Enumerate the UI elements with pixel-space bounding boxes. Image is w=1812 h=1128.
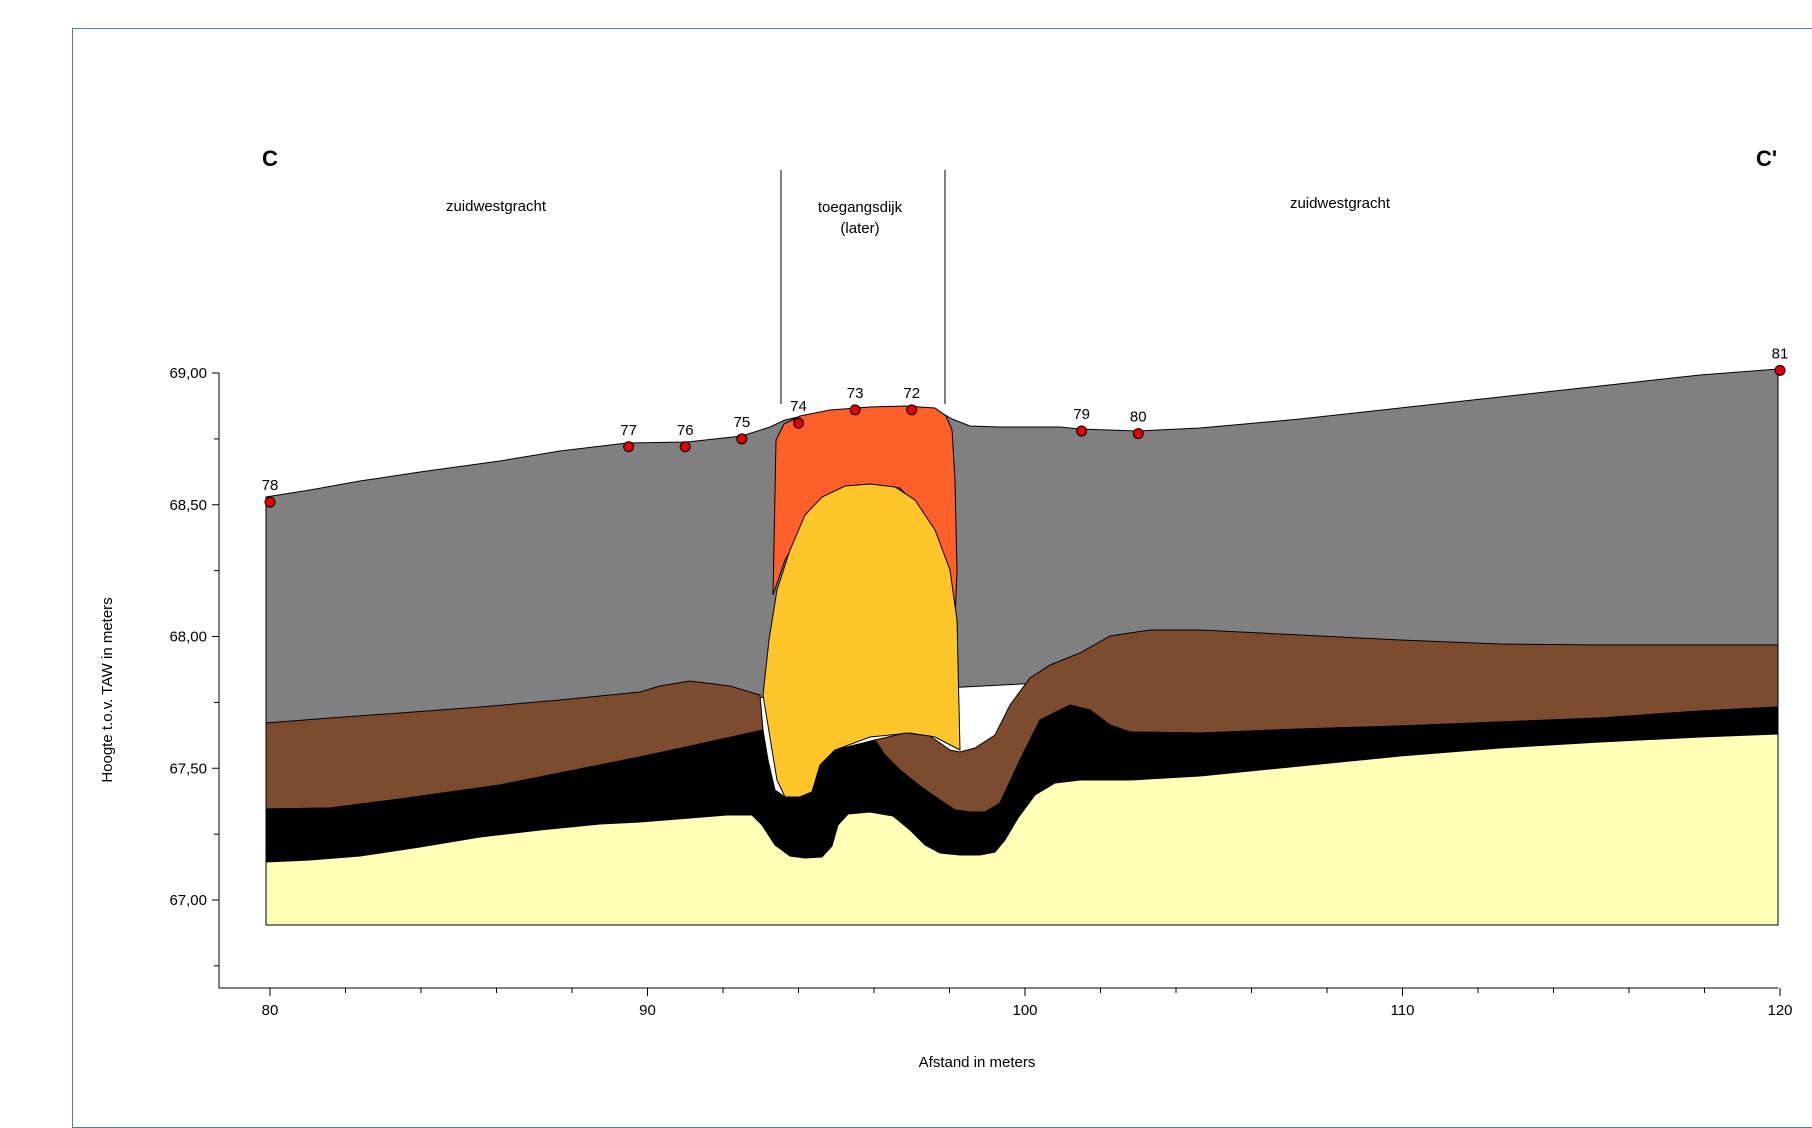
- measurement-point-80: [1132, 428, 1144, 440]
- layers-group: [265, 368, 1779, 926]
- measurement-point-label-79: 79: [1073, 406, 1090, 423]
- section-start-label: C: [262, 146, 278, 171]
- measurement-point-75: [736, 433, 748, 445]
- measurement-point-label-77: 77: [620, 422, 637, 439]
- y-tick-label: 67,00: [169, 892, 207, 909]
- y-tick-label: 68,50: [169, 497, 207, 514]
- x-tick-label: 100: [1012, 1002, 1037, 1019]
- measurement-point-label-75: 75: [734, 414, 751, 431]
- axes-group: 67,00 67,50 68,00 68,50 69,00 80 90 100 110 120: [169, 365, 1792, 1019]
- x-tick-label: 90: [639, 1002, 656, 1019]
- measurement-point-73: [849, 404, 861, 416]
- zone-label-middle-line1: toegangsdijk: [818, 199, 903, 216]
- zone-label-middle-line2: (later): [840, 220, 879, 237]
- measurement-point-72: [906, 404, 918, 416]
- measurement-point-label-74: 74: [790, 398, 807, 415]
- measurement-point-label-80: 80: [1130, 409, 1147, 426]
- x-ticks-group: 80 90 100 110 120: [262, 988, 1793, 1019]
- x-axis-title: Afstand in meters: [919, 1054, 1036, 1071]
- measurement-point-78: [264, 496, 276, 508]
- x-tick-label: 80: [262, 1002, 279, 1019]
- grey-fill-layer: [265, 368, 1779, 724]
- measurement-point-79: [1076, 425, 1088, 437]
- zone-label-right: zuidwestgracht: [1290, 195, 1391, 212]
- y-axis-title: Hoogte t.o.v. TAW in meters: [99, 597, 116, 782]
- measurement-point-label-72: 72: [903, 385, 920, 402]
- measurement-point-77: [623, 441, 635, 453]
- y-tick-label: 68,00: [169, 629, 207, 646]
- y-tick-label: 67,50: [169, 760, 207, 777]
- sand-fill-layer: [265, 733, 1779, 926]
- measurement-point-label-73: 73: [847, 385, 864, 402]
- measurement-point-74: [793, 417, 804, 429]
- measurement-point-label-76: 76: [677, 422, 694, 439]
- zone-label-left: zuidwestgracht: [446, 198, 547, 215]
- y-tick-label: 69,00: [169, 365, 207, 382]
- cross-section-chart: zuidwestgracht toegangsdijk (later) zuid…: [99, 146, 1793, 1071]
- measurement-point-81: [1774, 364, 1786, 376]
- measurement-point-76: [679, 441, 691, 453]
- measurement-point-label-81: 81: [1772, 345, 1789, 362]
- x-tick-label: 110: [1391, 1002, 1415, 1019]
- x-tick-label: 120: [1767, 1002, 1792, 1019]
- measurement-point-label-78: 78: [262, 477, 279, 494]
- y-ticks-group: 67,00 67,50 68,00 68,50 69,00: [169, 365, 219, 967]
- points-group: 78 77 76 75 74 73 72 79 80 81: [262, 345, 1789, 508]
- section-end-label: C': [1756, 146, 1777, 171]
